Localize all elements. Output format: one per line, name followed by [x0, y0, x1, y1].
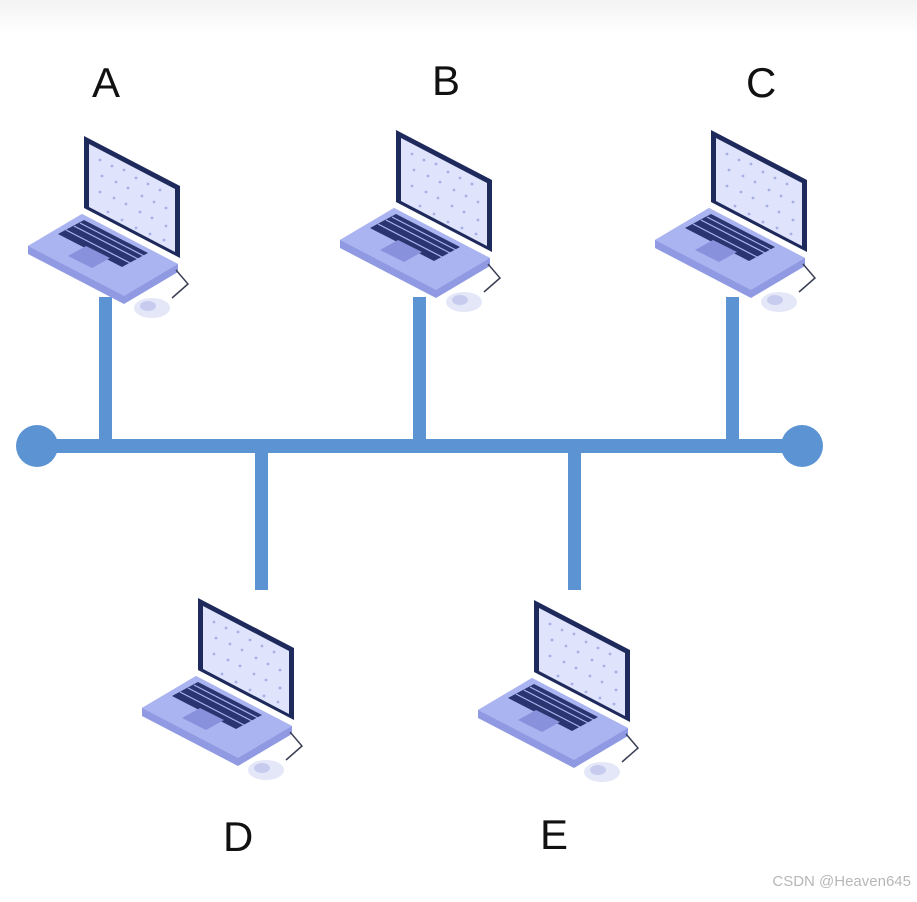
node-label-a: A: [92, 59, 121, 106]
laptop-icon: [477, 599, 639, 783]
laptop-icon: [654, 129, 816, 313]
tap-line-e: [568, 449, 581, 590]
laptop-icon: [27, 135, 189, 319]
laptop-icon: [339, 129, 501, 313]
tap-line-b: [413, 297, 426, 443]
laptop-icon: [141, 597, 303, 781]
top-band: [0, 0, 917, 34]
end-node-left: [16, 425, 58, 467]
tap-line-a: [99, 297, 112, 443]
tap-line-c: [726, 297, 739, 443]
end-node-right: [781, 425, 823, 467]
node-label-c: C: [746, 59, 777, 106]
node-label-e: E: [540, 811, 569, 858]
node-label-d: D: [223, 813, 254, 860]
watermark: CSDN @Heaven645: [772, 873, 911, 890]
bus-line: [36, 439, 806, 453]
tap-line-d: [255, 449, 268, 590]
node-label-b: B: [432, 57, 461, 104]
